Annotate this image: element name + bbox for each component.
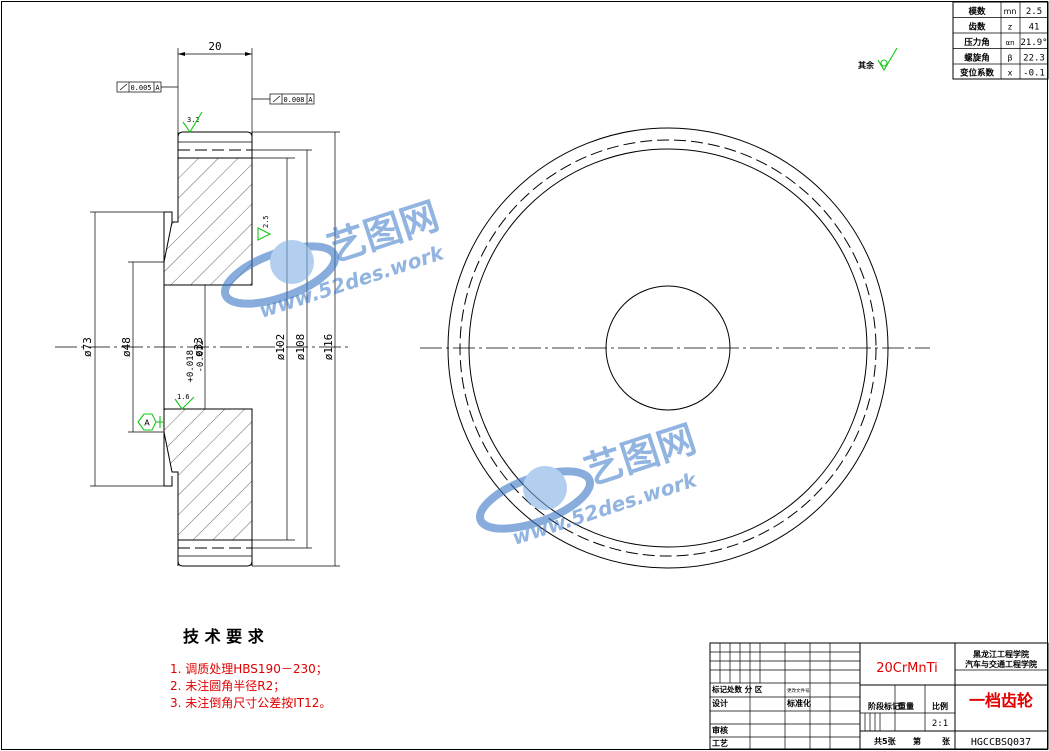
tech-item-2: 2. 未注圆角半径R2； [170,678,285,693]
param-name-0: 模数 [968,6,986,17]
tb-change-doc: 更改文件号 [787,687,810,694]
tb-process: 工艺 [712,738,728,748]
tb-mark-row: 标记处数 分 区 [711,684,763,694]
dim-d102: ø102 [274,334,287,361]
tb-drawing-title: 一档齿轮 [969,691,1033,710]
runout-2-value: 0.008 [283,96,304,104]
dim-d108: ø108 [294,334,307,361]
datum-a-icon [137,413,164,431]
gear-parameter-table: 模数 mn 2.5 齿数 z 41 压力角 αn 21.9° 螺旋角 β 22.… [952,1,1049,80]
ra-face-value: 3.2 [187,116,200,124]
param-val-2: 21.9° [1020,38,1047,48]
param-val-0: 2.5 [1026,7,1042,17]
param-sym-0: mn [1004,7,1017,16]
front-view [420,127,930,569]
tb-standard: 标准化 [786,698,811,708]
param-name-1: 齿数 [968,22,986,33]
watermark-logo-icon-2 [475,466,595,533]
runout-1-value: 0.005 [130,84,151,92]
ra-flank-icon [257,227,272,241]
tb-material: 20CrMnTi [876,661,938,676]
param-name-3: 螺旋角 [964,53,990,64]
param-val-4: -0.1 [1023,69,1045,79]
param-name-2: 压力角 [964,37,990,48]
section-view [55,131,350,567]
dim-d73: ø73 [81,337,94,357]
tb-school: 黑龙江工程学院 [973,649,1029,659]
tb-design: 设计 [712,698,728,708]
watermark-logo-icon [220,240,340,308]
ra-bore-icon [174,396,195,410]
param-sym-2: αn [1005,39,1014,47]
tech-item-1: 1. 调质处理HBS190－230； [170,662,328,676]
ra-flank-value: 2.5 [262,215,270,228]
tech-item-3: 3. 未注倒角尺寸公差按IT12。 [170,695,331,710]
tb-sheet: 第 [913,736,921,746]
datum-a-label: A [144,419,150,428]
tech-heading: 技 术 要 求 [183,627,265,646]
dim-bore-tol-upper: +0.018 [186,350,196,383]
tb-total-sheets: 共5张 [874,736,897,746]
param-name-4: 变位系数 [960,68,995,79]
tb-sheet-unit: 张 [942,737,951,746]
title-block: 标记处数 分 区 更改文件号 设计 标准化 审核 工艺 阶段标记 重量 比例 2… [709,642,1049,750]
param-sym-3: β [1007,54,1012,63]
tb-weight: 重量 [898,701,914,711]
roughness-rest-icon [877,47,898,72]
tb-stage: 阶段标记 [868,701,900,711]
section-dimensions: 20 ø73 ø48 ø33 +0.018 -0.012 ø102 ø108 ø… [81,40,340,567]
roughness-rest-label: 其余 [858,60,875,70]
runout-1-datum: A [155,84,160,92]
dim-bore: ø33 [192,337,205,357]
dim-d48: ø48 [120,337,133,357]
param-val-3: 22.3 [1023,54,1045,64]
runout-2-datum: A [308,96,313,104]
tb-ratio: 比例 [932,701,948,711]
param-val-1: 41 [1029,23,1040,33]
tb-drawing-no: HGCCBSQ037 [971,737,1031,748]
dim-d116: ø116 [322,334,335,361]
tb-college: 汽车与交通工程学院 [965,659,1037,669]
tb-review: 审核 [712,725,728,735]
param-sym-4: x [1008,69,1013,78]
dim-bore-tol-lower: -0.012 [196,340,206,373]
ra-bore-value: 1.6 [177,393,190,401]
tb-scale: 2:1 [932,719,948,729]
param-sym-1: z [1008,23,1012,32]
ra-face-icon [182,111,203,134]
dim-width: 20 [208,40,221,53]
